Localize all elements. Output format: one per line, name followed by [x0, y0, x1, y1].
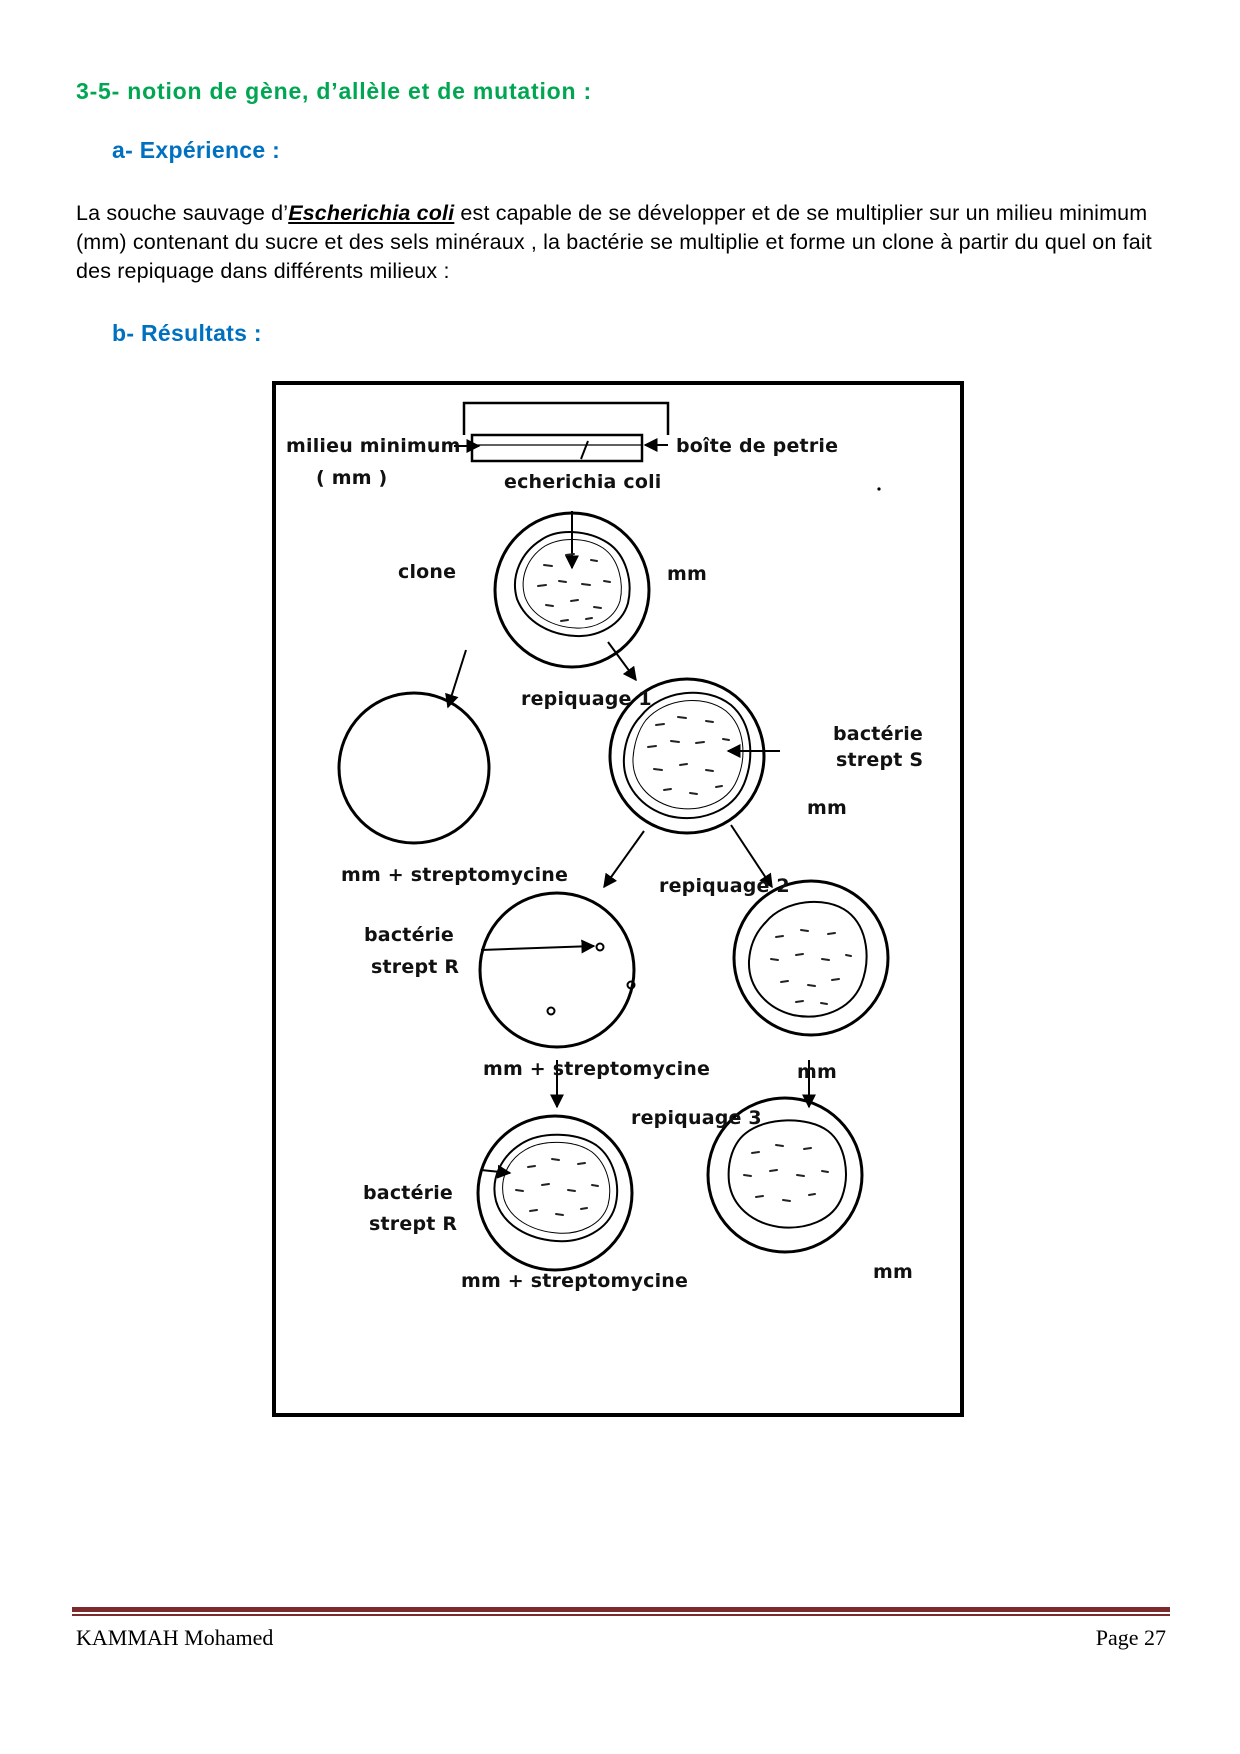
footer-page-number: Page 27: [1096, 1625, 1166, 1651]
label-echerichia-coli: echerichia coli: [504, 471, 662, 493]
label-mm-2: mm: [807, 797, 847, 819]
arrow-repiquage2-left: [604, 831, 644, 887]
paragraph-start: La souche sauvage d’: [76, 201, 288, 225]
label-mm-streptomycine-3: mm + streptomycine: [461, 1270, 688, 1292]
section-heading: 3-5- notion de gène, d’allèle et de muta…: [76, 78, 592, 105]
petri-dish-empty: [339, 693, 489, 843]
experiment-figure: milieu minimum ( mm ) boîte de petrie ec…: [272, 381, 964, 1417]
label-boite-petrie: boîte de petrie: [676, 435, 838, 457]
label-bacterie-r-1: bactérie: [364, 924, 454, 946]
arrow-repiquage1-left: [448, 650, 466, 707]
stray-dot: [877, 487, 880, 490]
label-mm-streptomycine-2: mm + streptomycine: [483, 1058, 710, 1080]
footer-rule-thick: [72, 1607, 1170, 1612]
label-clone: clone: [398, 561, 456, 583]
label-mm-4: mm: [873, 1261, 913, 1283]
label-mm-paren: ( mm ): [316, 467, 387, 489]
petri-dish-strept-r-colonies: [480, 893, 635, 1047]
footer-author: KAMMAH Mohamed: [76, 1625, 273, 1651]
subsection-resultats: b- Résultats :: [112, 320, 262, 347]
label-mm-streptomycine-1: mm + streptomycine: [341, 864, 568, 886]
petri-dish-side-view: [464, 403, 668, 461]
label-bacterie-s: bactérie: [833, 723, 923, 745]
experiment-diagram: [276, 385, 960, 1413]
label-strept-r-2: strept R: [369, 1213, 457, 1235]
intro-paragraph: La souche sauvage d’Escherichia coli est…: [76, 199, 1176, 286]
label-strept-r-1: strept R: [371, 956, 459, 978]
petri-dish-strept-r-grown: [478, 1116, 632, 1270]
label-repiquage-2: repiquage 2: [659, 875, 790, 897]
label-mm-3: mm: [797, 1061, 837, 1083]
subsection-experience: a- Expérience :: [112, 137, 280, 164]
petri-dish-mm-2: [734, 881, 888, 1035]
label-bacterie-r-2: bactérie: [363, 1182, 453, 1204]
label-repiquage-1: repiquage 1: [521, 688, 652, 710]
label-mm-1: mm: [667, 563, 707, 585]
footer-rule-thin: [72, 1614, 1170, 1616]
arrow-strept-r-colony: [481, 946, 594, 950]
label-strept-s: strept S: [836, 749, 923, 771]
label-repiquage-3: repiquage 3: [631, 1107, 762, 1129]
label-milieu-minimum: milieu minimum: [286, 435, 461, 457]
organism-name: Escherichia coli: [288, 201, 454, 225]
